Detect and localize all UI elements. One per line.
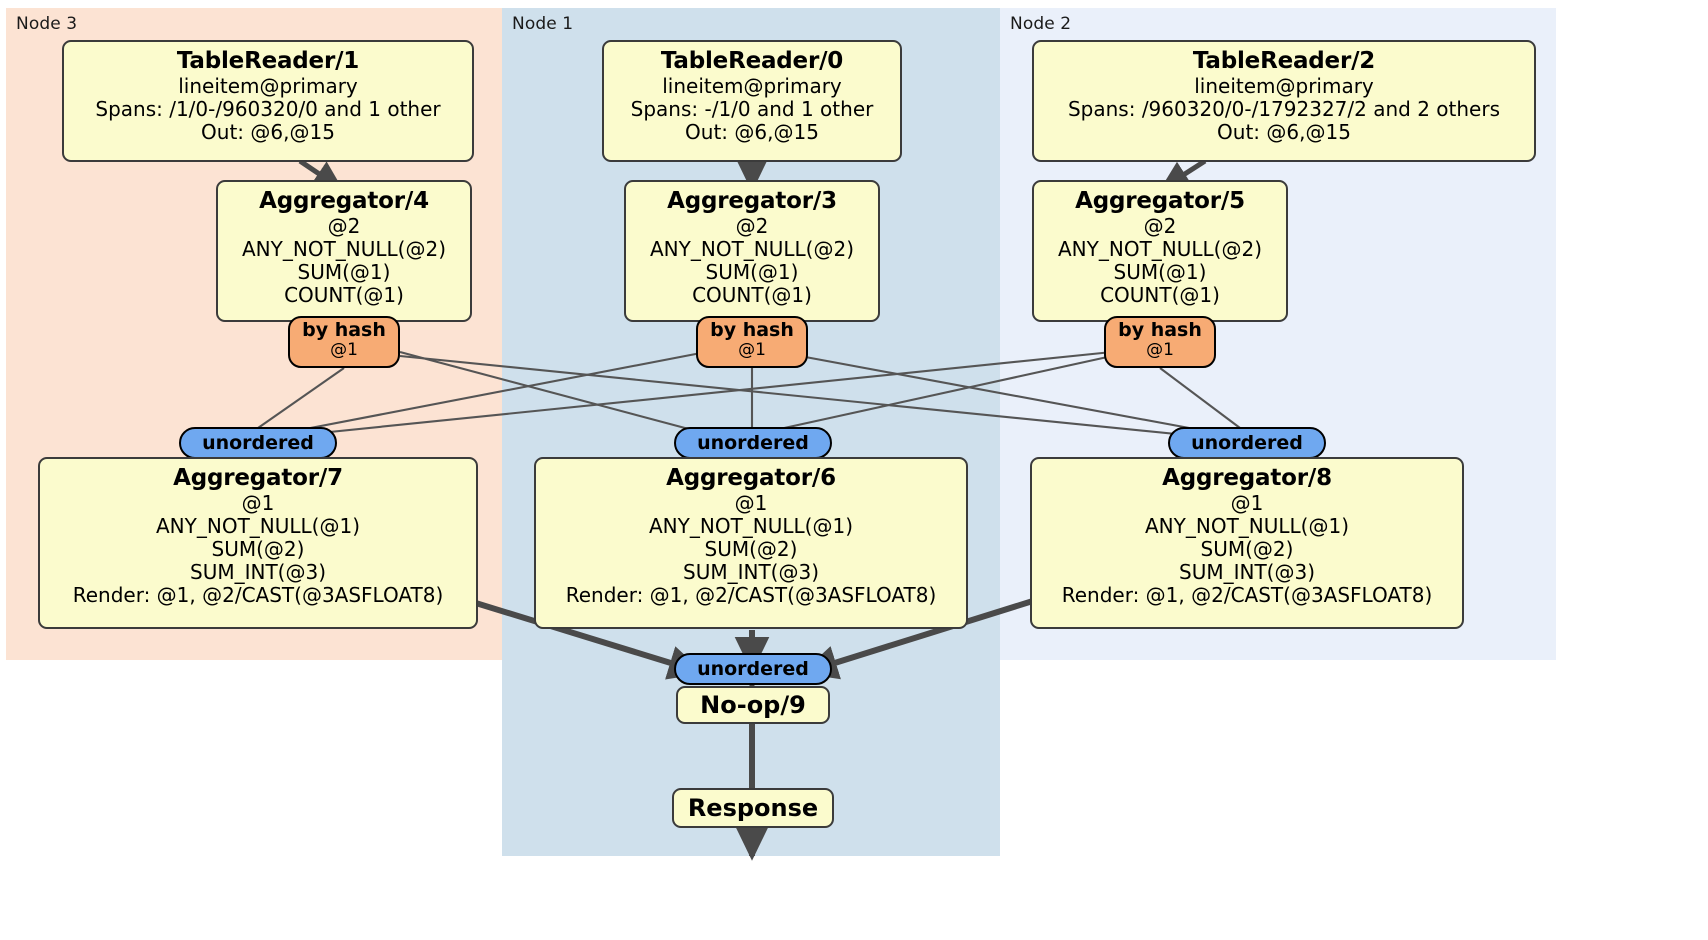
processor-detail: @2 bbox=[735, 213, 769, 238]
processor-detail: ANY_NOT_NULL(@1) bbox=[1145, 513, 1349, 538]
processor-aggregator-5[interactable]: Aggregator/5 @2 ANY_NOT_NULL(@2) SUM(@1)… bbox=[1032, 180, 1288, 322]
processor-detail: SUM_INT(@3) bbox=[1179, 560, 1315, 585]
processor-detail: SUM(@2) bbox=[211, 537, 305, 562]
processor-title: Aggregator/8 bbox=[1162, 465, 1332, 491]
processor-detail: Spans: -/1/0 and 1 other bbox=[630, 96, 874, 121]
router-sublabel: @1 bbox=[1146, 339, 1174, 360]
processor-title: TableReader/0 bbox=[660, 48, 844, 74]
processor-detail: COUNT(@1) bbox=[692, 283, 812, 308]
processor-detail: ANY_NOT_NULL(@2) bbox=[650, 236, 854, 261]
processor-detail: SUM(@2) bbox=[704, 537, 798, 562]
processor-detail: @2 bbox=[1143, 213, 1177, 238]
input-sync-unordered-right[interactable]: unordered bbox=[1168, 427, 1326, 459]
processor-title: Aggregator/7 bbox=[173, 465, 343, 491]
node-panel-label: Node 3 bbox=[16, 14, 78, 34]
processor-detail: lineitem@primary bbox=[1194, 73, 1374, 98]
processor-detail: Spans: /1/0-/960320/0 and 1 other bbox=[95, 96, 441, 121]
router-label: unordered bbox=[1191, 432, 1303, 454]
input-sync-unordered-center[interactable]: unordered bbox=[674, 427, 832, 459]
output-router-by-hash-center[interactable]: by hash @1 bbox=[696, 316, 808, 368]
processor-detail: ANY_NOT_NULL(@1) bbox=[156, 513, 360, 538]
processor-title: Aggregator/6 bbox=[666, 465, 836, 491]
router-label: unordered bbox=[697, 658, 809, 680]
processor-detail: SUM(@1) bbox=[705, 260, 799, 285]
processor-render: Render: @1, @2/CAST(@3ASFLOAT8) bbox=[565, 583, 937, 608]
processor-title: TableReader/2 bbox=[1192, 48, 1376, 74]
processor-detail: ANY_NOT_NULL(@2) bbox=[242, 236, 446, 261]
processor-noop-9[interactable]: No-op/9 bbox=[676, 686, 830, 724]
processor-detail: COUNT(@1) bbox=[284, 283, 404, 308]
output-router-by-hash-left[interactable]: by hash @1 bbox=[288, 316, 400, 368]
processor-render: Render: @1, @2/CAST(@3ASFLOAT8) bbox=[72, 583, 444, 608]
processor-detail: ANY_NOT_NULL(@1) bbox=[649, 513, 853, 538]
node-panel-label: Node 1 bbox=[512, 14, 574, 34]
processor-aggregator-7[interactable]: Aggregator/7 @1 ANY_NOT_NULL(@1) SUM(@2)… bbox=[38, 457, 478, 629]
processor-detail: SUM(@1) bbox=[297, 260, 391, 285]
processor-detail: Out: @6,@15 bbox=[201, 120, 335, 145]
processor-detail: Spans: /960320/0-/1792327/2 and 2 others bbox=[1067, 96, 1500, 121]
input-sync-unordered-final[interactable]: unordered bbox=[674, 653, 832, 685]
router-label: by hash bbox=[710, 319, 794, 341]
processor-detail: @1 bbox=[241, 490, 275, 515]
processor-response[interactable]: Response bbox=[672, 788, 834, 828]
processor-tablereader-2[interactable]: TableReader/2 lineitem@primary Spans: /9… bbox=[1032, 40, 1536, 162]
processor-detail: @1 bbox=[734, 490, 768, 515]
router-sublabel: @1 bbox=[330, 339, 358, 360]
processor-detail: lineitem@primary bbox=[178, 73, 358, 98]
processor-render: Render: @1, @2/CAST(@3ASFLOAT8) bbox=[1061, 583, 1433, 608]
processor-title: Aggregator/4 bbox=[259, 188, 429, 214]
processor-title: Aggregator/5 bbox=[1075, 188, 1245, 214]
router-label: unordered bbox=[202, 432, 314, 454]
processor-aggregator-6[interactable]: Aggregator/6 @1 ANY_NOT_NULL(@1) SUM(@2)… bbox=[534, 457, 968, 629]
processor-detail: lineitem@primary bbox=[662, 73, 842, 98]
processor-detail: COUNT(@1) bbox=[1100, 283, 1220, 308]
processor-title: No-op/9 bbox=[700, 691, 806, 719]
processor-title: Response bbox=[687, 794, 819, 822]
processor-title: TableReader/1 bbox=[176, 48, 360, 74]
processor-detail: @1 bbox=[1230, 490, 1264, 515]
processor-detail: @2 bbox=[327, 213, 361, 238]
processor-detail: SUM(@1) bbox=[1113, 260, 1207, 285]
processor-detail: Out: @6,@15 bbox=[685, 120, 819, 145]
processor-aggregator-4[interactable]: Aggregator/4 @2 ANY_NOT_NULL(@2) SUM(@1)… bbox=[216, 180, 472, 322]
router-sublabel: @1 bbox=[738, 339, 766, 360]
processor-detail: ANY_NOT_NULL(@2) bbox=[1058, 236, 1262, 261]
processor-aggregator-3[interactable]: Aggregator/3 @2 ANY_NOT_NULL(@2) SUM(@1)… bbox=[624, 180, 880, 322]
processor-detail: SUM_INT(@3) bbox=[683, 560, 819, 585]
input-sync-unordered-left[interactable]: unordered bbox=[179, 427, 337, 459]
node-panel-label: Node 2 bbox=[1010, 14, 1072, 34]
router-label: unordered bbox=[697, 432, 809, 454]
processor-detail: SUM_INT(@3) bbox=[190, 560, 326, 585]
router-label: by hash bbox=[302, 319, 386, 341]
processor-detail: SUM(@2) bbox=[1200, 537, 1294, 562]
output-router-by-hash-right[interactable]: by hash @1 bbox=[1104, 316, 1216, 368]
router-label: by hash bbox=[1118, 319, 1202, 341]
processor-tablereader-1[interactable]: TableReader/1 lineitem@primary Spans: /1… bbox=[62, 40, 474, 162]
processor-tablereader-0[interactable]: TableReader/0 lineitem@primary Spans: -/… bbox=[602, 40, 902, 162]
processor-title: Aggregator/3 bbox=[667, 188, 837, 214]
processor-aggregator-8[interactable]: Aggregator/8 @1 ANY_NOT_NULL(@1) SUM(@2)… bbox=[1030, 457, 1464, 629]
processor-detail: Out: @6,@15 bbox=[1217, 120, 1351, 145]
